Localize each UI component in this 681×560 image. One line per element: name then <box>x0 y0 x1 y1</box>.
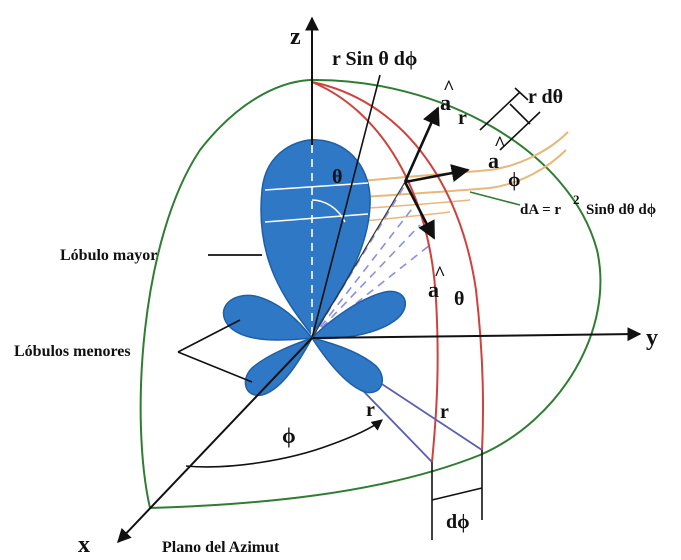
unit-vector-phi-arrow <box>404 164 470 184</box>
unit-theta-sub: θ <box>454 288 464 310</box>
radius-line-top <box>311 74 381 339</box>
axis-y-label: y <box>646 325 658 351</box>
major-lobe-label: Lóbulo mayor <box>60 247 157 264</box>
minor-lobe-front-left <box>244 336 314 396</box>
minor-lobes-pointer-1 <box>177 319 241 353</box>
r-inner-label: r <box>366 399 375 421</box>
phi-arc <box>185 419 383 468</box>
minor-lobes-pointer-2 <box>177 351 253 383</box>
y-axis <box>311 327 642 342</box>
r-dtheta-marker <box>479 87 541 151</box>
unit-theta-a: a <box>428 277 439 302</box>
minor-lobe-left <box>222 294 314 341</box>
unit-r-hat: ^ <box>443 77 455 99</box>
dA-formula-left: dA = r <box>520 202 561 218</box>
axis-z-label: z <box>290 24 301 50</box>
axis-x-label: x <box>78 532 90 558</box>
minor-lobes-label: Lóbulos menores <box>14 343 131 360</box>
minor-lobe-front-right <box>310 336 384 394</box>
r-dtheta-label: r dθ <box>528 86 563 108</box>
dphi-marker <box>431 450 483 540</box>
lobe-line-1 <box>264 182 369 191</box>
unit-phi-a: a <box>488 148 499 173</box>
lobe-line-2 <box>264 213 369 223</box>
azimuth-plane-label: Plano del Azimut <box>162 539 280 556</box>
meridian-inner <box>311 81 439 463</box>
meridian-outer <box>311 81 485 451</box>
unit-theta-hat: ^ <box>434 263 446 285</box>
theta-label: θ <box>332 166 342 188</box>
x-axis <box>117 337 313 544</box>
unit-vector-r-arrow <box>403 106 440 183</box>
dA-pointer <box>469 191 521 206</box>
unit-r-sub: r <box>458 107 467 129</box>
dA-formula-exp: 2 <box>573 192 580 207</box>
radius-to-element <box>311 181 406 339</box>
dphi-label: dϕ <box>446 511 470 533</box>
phi-label: ϕ <box>282 423 296 448</box>
r-outer-label: r <box>440 401 449 423</box>
unit-vector-theta-arrow <box>403 181 436 240</box>
dA-formula-right: Sinθ dθ dϕ <box>586 202 656 218</box>
unit-phi-hat: ^ <box>494 133 506 155</box>
minor-lobe-right <box>310 290 407 340</box>
arc-length-label: r Sin θ dϕ <box>332 48 417 70</box>
sphere-outline <box>139 78 602 510</box>
unit-r-a: a <box>440 90 451 115</box>
unit-phi-sub: ϕ <box>508 169 520 191</box>
